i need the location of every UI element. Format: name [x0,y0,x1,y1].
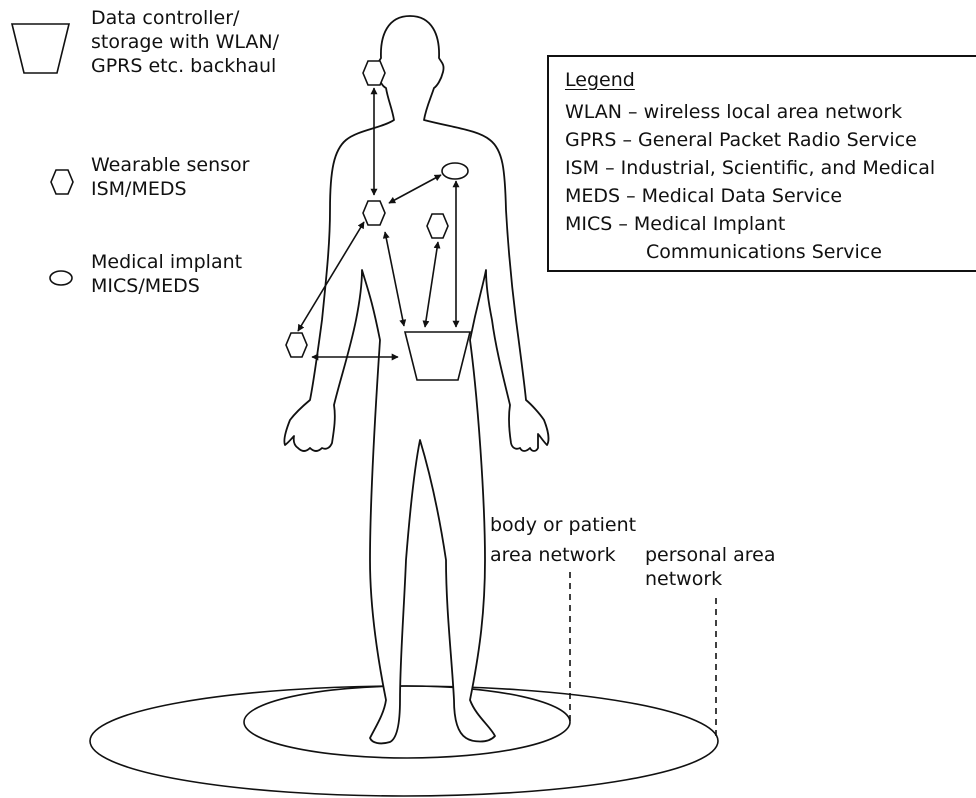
legend-title: Legend [565,69,635,91]
head-sensor [363,61,385,85]
hexagon-icon [51,170,73,194]
sensor-key-line: ISM/MEDS [91,177,250,201]
legend-entry-ism: ISM – Industrial, Scientific, and Medica… [565,157,935,179]
trapezoid-icon [12,24,69,73]
controller-key-line: storage with WLAN/ [91,30,279,54]
legend-entry-gprs: GPRS – General Packet Radio Service [565,129,917,151]
personal-area-network-label: personal area network [645,543,775,591]
body-area-ring [244,686,570,758]
controller-key-line: GPRS etc. backhaul [91,54,279,78]
controller-key-label: Data controller/ storage with WLAN/ GPRS… [91,6,279,78]
legend-entry-mics: MICS – Medical Implant [565,213,785,235]
personal-area-network-line: network [645,567,775,591]
body-area-network-line: body or patient [490,513,636,537]
implant-key-label: Medical implant MICS/MEDS [91,250,242,298]
sensor-key-label: Wearable sensor ISM/MEDS [91,153,250,201]
legend-entry-meds: MEDS – Medical Data Service [565,185,842,207]
body-area-network-line: area network [490,543,636,567]
data-controller [405,332,470,380]
personal-area-ring [90,686,718,796]
right-chest-sensor [427,214,448,238]
implant-key-line: MICS/MEDS [91,274,242,298]
legend-box: Legend WLAN – wireless local area networ… [547,55,976,272]
body-area-network-label: body or patient area network [490,513,636,567]
controller-key-line: Data controller/ [91,6,279,30]
medical-implant [442,163,468,179]
sensor-key-line: Wearable sensor [91,153,250,177]
personal-area-network-line: personal area [645,543,775,567]
ellipse-icon [50,271,72,285]
legend-entry-wlan: WLAN – wireless local area network [565,101,902,123]
chest-sensor [363,201,385,225]
wrist-sensor [286,333,307,357]
legend-entry-mics-cont: Communications Service [646,241,882,263]
implant-key-line: Medical implant [91,250,242,274]
